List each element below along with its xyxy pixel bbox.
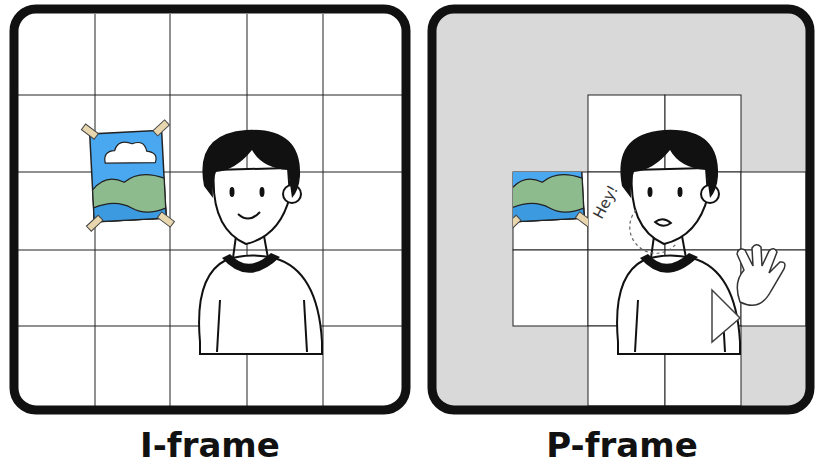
speech-arc [630,210,676,253]
i-frame-grid [18,14,402,406]
motion-pointer [712,290,740,342]
person-figure [617,130,740,354]
wall-picture-part [513,172,588,231]
waving-hand [737,245,785,305]
changed-blocks [513,95,806,406]
p-frame-ground [432,9,810,410]
frame-panel: P-frame [428,5,816,467]
smile-mouth [238,212,260,219]
i-frame-ground [14,9,406,410]
talking-mouth [655,219,671,226]
person-figure [199,130,322,354]
wall-picture [81,120,175,232]
i-frame-border [14,9,406,410]
p-frame-border [432,9,810,410]
frame-heading: I-frame [140,425,280,467]
frame-panel: I-frame [10,5,410,467]
frame-heading: P-frame [546,425,697,467]
